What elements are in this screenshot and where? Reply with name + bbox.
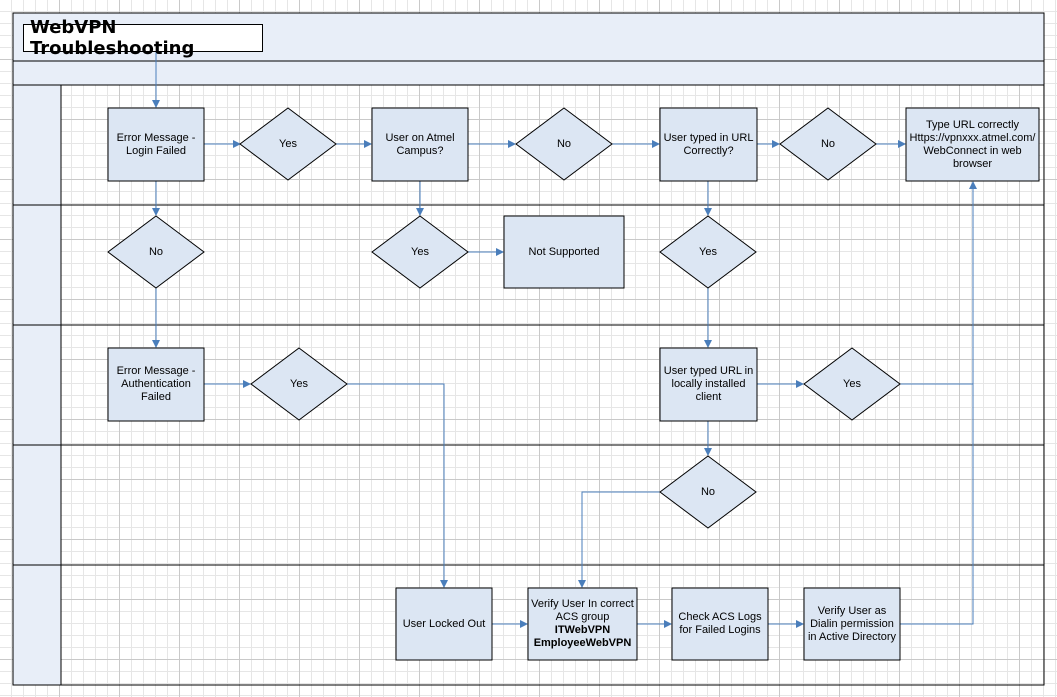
check-acs-logs-shape [671, 587, 769, 661]
verify-acs-line2: ACS group [555, 611, 610, 623]
decision-no-2-shape [779, 107, 877, 181]
user-locked-out-label: User Locked Out [402, 617, 486, 630]
user-typed-url-label: User typed in URL Correctly? [663, 131, 754, 157]
type-url-correctly-shape [905, 107, 1040, 182]
error-auth-failed-shape [107, 347, 205, 422]
verify-acs-shape [527, 587, 638, 661]
user-on-campus-label: User on Atmel Campus? [385, 131, 455, 157]
not-supported-shape [503, 215, 625, 289]
decision-no-2-label: No [820, 137, 836, 150]
verify-dialin-shape [803, 587, 901, 661]
decision-yes-2-label: Yes [411, 245, 429, 258]
not-supported-label: Not Supported [528, 245, 600, 258]
decision-yes-4-shape [250, 347, 348, 421]
error-auth-failed-label: Error Message - Authentication Failed [116, 365, 196, 403]
verify-dialin-label: Verify User as Dialin permission in Acti… [807, 604, 897, 643]
decision-yes-4-label: Yes [290, 377, 308, 390]
lane-label-column [12, 84, 62, 686]
error-login-failed-label: Error Message - Login Failed [116, 131, 196, 157]
process-shapes [107, 107, 1040, 661]
swimlane-frame [12, 12, 1045, 686]
type-url-correctly-label: Type URL correctly Https://vpnxxx.atmel.… [909, 118, 1036, 170]
decision-yes-2-shape [371, 215, 469, 289]
connector-yes-to-lockedout [347, 383, 448, 588]
verify-acs-line1: Verify User In correct [531, 598, 634, 610]
user-typed-local-shape [659, 347, 758, 422]
verify-acs-label: Verify User In correct ACS group ITWebVP… [528, 588, 637, 660]
user-on-campus-shape [371, 107, 469, 182]
connectors [152, 52, 977, 628]
error-login-failed-shape [107, 107, 205, 182]
decision-no-4-label: No [700, 485, 716, 498]
decision-no-1-label: No [556, 137, 572, 150]
decision-no-1-shape [515, 107, 613, 181]
decision-yes-1-shape [239, 107, 337, 181]
decision-yes-3-shape [659, 215, 757, 289]
phase-band [12, 60, 1045, 86]
diagram-title: WebVPN Troubleshooting [23, 17, 263, 59]
decision-no-4-shape [659, 455, 757, 529]
decision-yes-5-label: Yes [843, 377, 861, 390]
decision-no-3-shape [107, 215, 205, 289]
check-acs-logs-label: Check ACS Logs for Failed Logins [678, 611, 762, 636]
connector-no-to-verifyacs [578, 491, 660, 588]
decision-no-3-label: No [148, 245, 164, 258]
lanes-container [12, 84, 1045, 686]
decision-shapes [107, 107, 901, 529]
connector-dialin-to-typeurl [900, 181, 977, 625]
decision-yes-3-label: Yes [699, 245, 717, 258]
decision-yes-1-label: Yes [279, 137, 297, 150]
user-typed-local-label: User typed URL in locally installed clie… [663, 365, 754, 403]
user-locked-out-shape [395, 587, 493, 661]
user-typed-url-shape [659, 107, 758, 182]
decision-yes-5-shape [803, 347, 901, 421]
verify-acs-group1: ITWebVPN [554, 624, 611, 636]
verify-acs-group2: EmployeeWebVPN [533, 637, 632, 649]
